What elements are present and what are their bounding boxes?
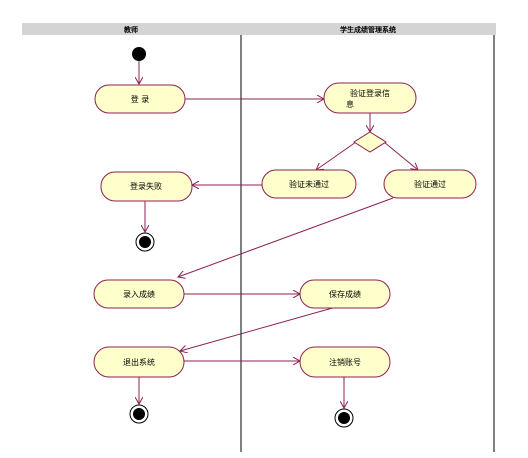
final-node-teacher	[129, 404, 149, 424]
action-label: 登录失败	[130, 181, 162, 191]
action-login-failed: 登录失败	[100, 171, 193, 202]
flow-decision-to-failed	[316, 141, 357, 170]
action-label: 息	[346, 99, 354, 109]
final-node-system	[334, 408, 354, 428]
action-enter-grades: 录入成绩	[93, 279, 185, 309]
action-label: 验证未通过	[289, 179, 329, 189]
action-label: 登 录	[131, 94, 150, 104]
initial-node	[132, 47, 146, 61]
action-cancel-account: 注销账号	[299, 346, 391, 378]
action-label: 退出系统	[123, 357, 155, 367]
swimlane-header-system: 学生成绩管理系统	[340, 25, 396, 34]
action-exit-system: 退出系统	[93, 346, 185, 378]
final-node-login-failed	[135, 232, 155, 252]
action-label: 验证通过	[414, 179, 446, 189]
action-verify-login-info: 验证登录信 息	[323, 82, 417, 114]
action-login: 登 录	[94, 84, 186, 114]
action-label: 保存成绩	[329, 289, 361, 299]
flow-passed-to-enter-grades	[178, 197, 394, 277]
action-verify-failed: 验证未通过	[261, 169, 357, 199]
action-save-grades: 保存成绩	[299, 279, 391, 309]
flow-save-to-exit	[180, 306, 337, 351]
action-label: 注销账号	[329, 357, 361, 367]
swimlane-header-bar	[22, 23, 496, 35]
action-verify-passed: 验证通过	[383, 169, 477, 199]
action-label: 录入成绩	[123, 289, 155, 299]
decision-node	[353, 131, 387, 153]
flow-decision-to-passed	[383, 141, 418, 170]
swimlane-header-teacher: 教师	[123, 25, 138, 34]
action-label: 验证登录信	[350, 88, 390, 98]
